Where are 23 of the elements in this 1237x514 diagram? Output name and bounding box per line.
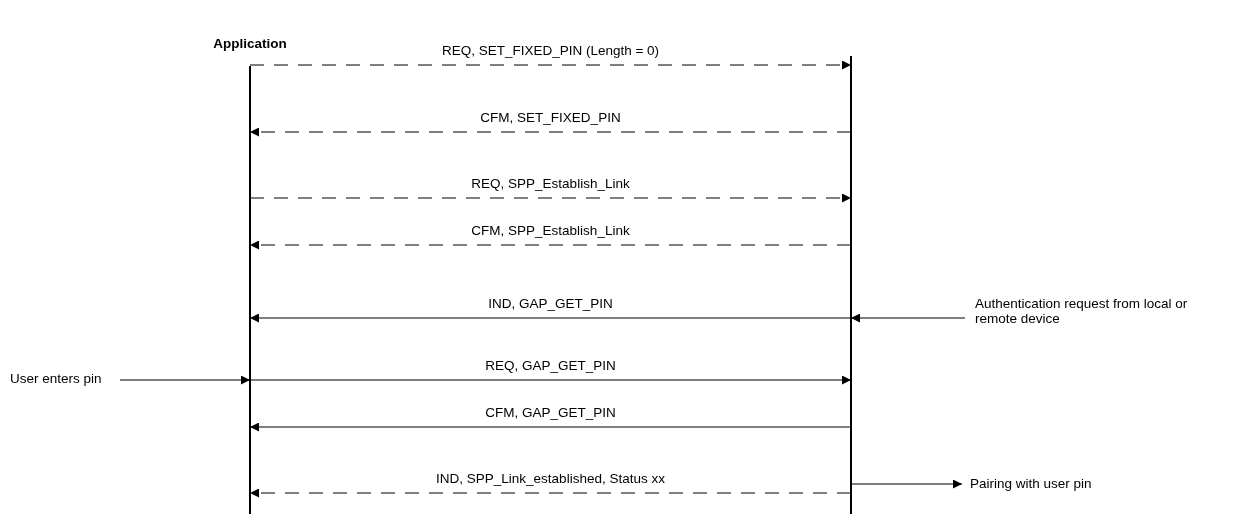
arrow [850, 313, 966, 323]
edge-label: REQ, GAP_GET_PIN [484, 358, 617, 373]
edge-label: IND, GAP_GET_PIN [487, 296, 614, 311]
lifeline [850, 56, 852, 514]
arrow [249, 422, 852, 432]
edge-label: CFM, SET_FIXED_PIN [479, 110, 622, 125]
dashed-arrow [249, 488, 852, 498]
arrow [119, 375, 251, 385]
edge-label: REQ, SPP_Establish_Link [470, 176, 631, 191]
note-text: Authentication request from local or remote device [975, 296, 1215, 336]
dashed-arrow [249, 240, 852, 250]
dashed-arrow [249, 127, 852, 137]
dashed-arrow [249, 60, 852, 70]
arrow [850, 479, 963, 489]
edge-label: CFM, SPP_Establish_Link [470, 223, 631, 238]
edge-label: IND, SPP_Link_established, Status xx [435, 471, 666, 486]
dashed-arrow [249, 193, 852, 203]
note-text: User enters pin [10, 371, 118, 389]
arrow [249, 313, 852, 323]
edge-label: CFM, GAP_GET_PIN [484, 405, 617, 420]
arrow [249, 375, 852, 385]
note-text: Pairing with user pin [970, 476, 1130, 494]
edge-label: REQ, SET_FIXED_PIN (Length = 0) [440, 43, 661, 58]
